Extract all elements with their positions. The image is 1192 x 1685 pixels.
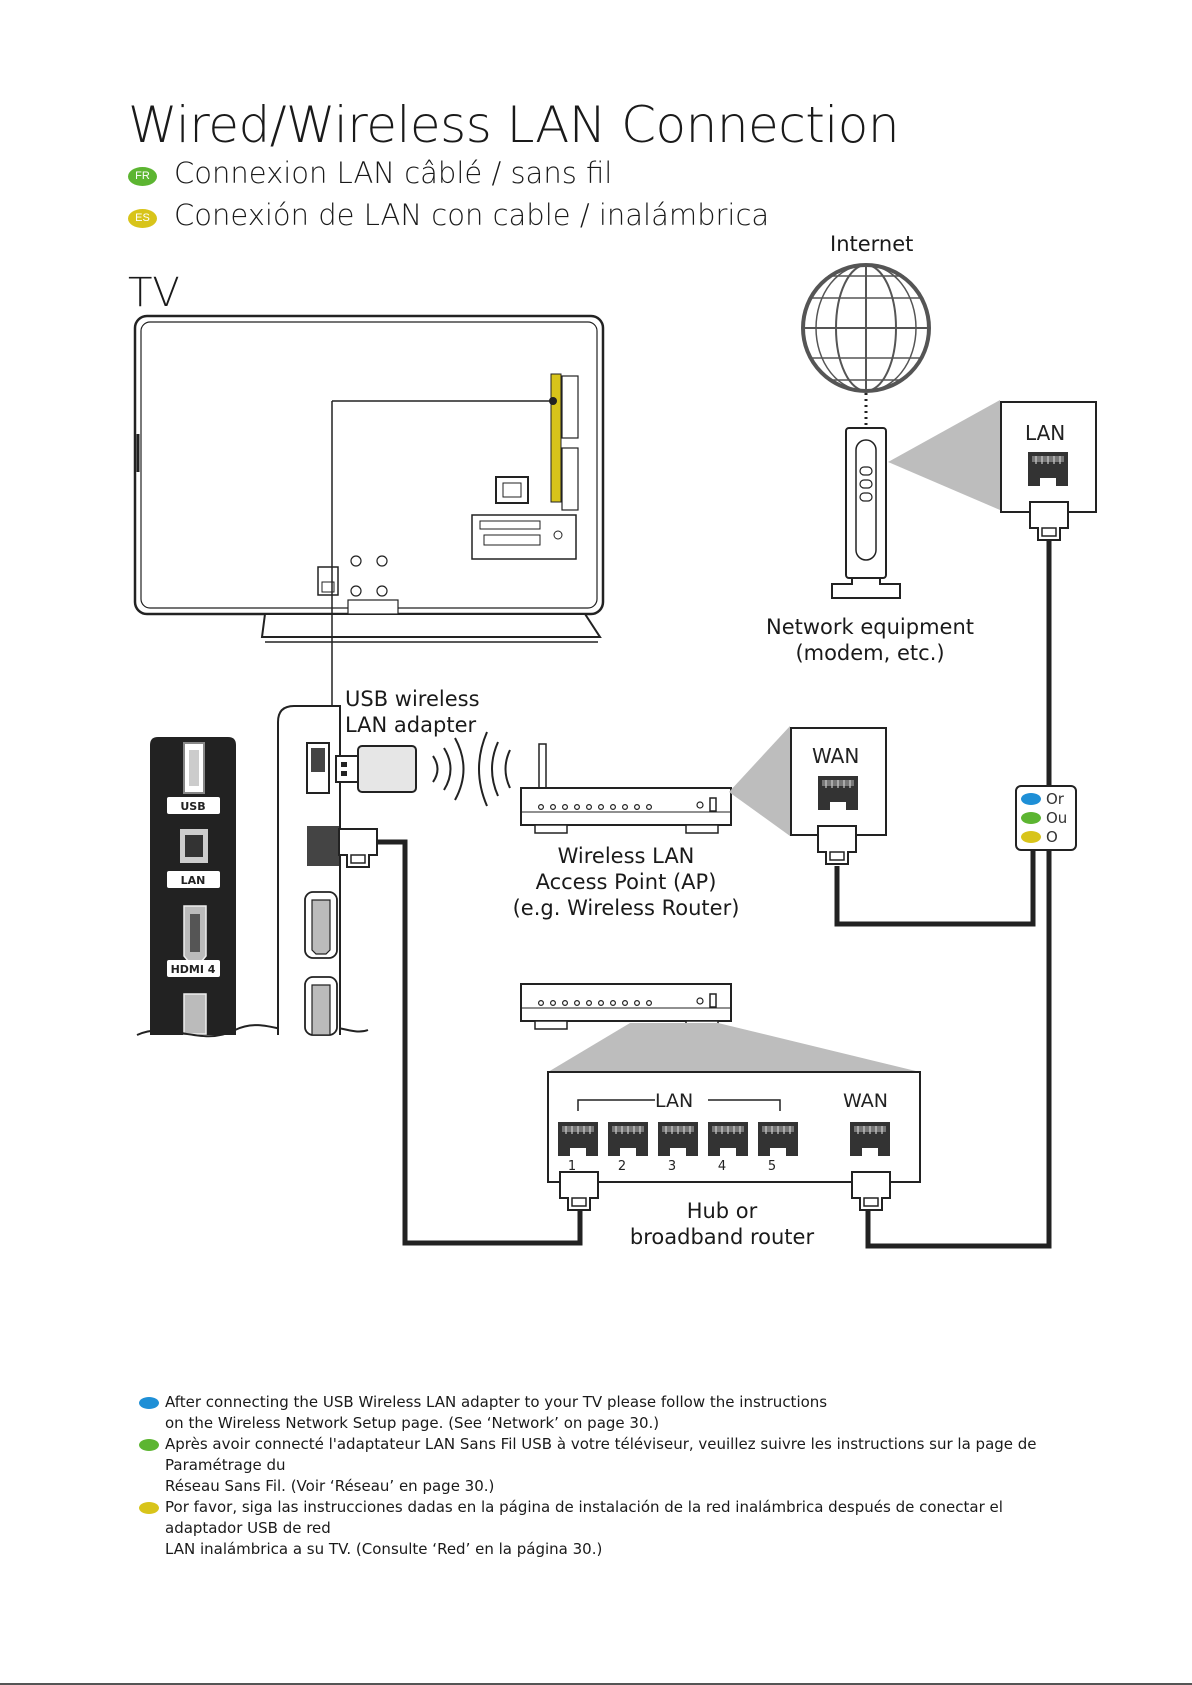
tv-connector-panel — [136, 737, 369, 1038]
note-spanish: Por favor, siga las instrucciones dadas … — [137, 1497, 1077, 1560]
hub-label: Hub or broadband router — [629, 1199, 815, 1249]
or-legend-text: Or — [1046, 790, 1065, 808]
usb-wireless-adapter — [335, 745, 417, 793]
panel-lan-label: LAN — [181, 874, 206, 887]
or-legend-box — [1015, 785, 1077, 851]
internet-label: Internet — [830, 232, 914, 256]
blue-dot-icon — [139, 1397, 159, 1409]
hub-port-number: 5 — [768, 1159, 776, 1174]
ap-wan-port-label: WAN — [812, 744, 859, 768]
page-title: Wired/Wireless LAN Connection — [128, 96, 900, 154]
tv-label: TV — [128, 270, 180, 316]
ap-wan-cable — [834, 850, 1036, 927]
hub-lan-label: LAN — [655, 1090, 693, 1112]
tv-side-panel — [277, 705, 341, 1036]
or-legend-text: Ou — [1046, 809, 1067, 827]
french-subtitle: Connexion LAN câblé / sans fil — [174, 156, 613, 190]
hub-ports-zoom — [547, 1071, 921, 1211]
panel-usb-label: USB — [180, 800, 205, 813]
hub-device — [520, 983, 732, 1030]
network-connection-diagram: LAN WAN LAN WAN 1 2 3 4 5 USB LAN HDMI 4… — [133, 263, 1097, 1249]
panel-hdmi4-label: HDMI 4 — [171, 963, 216, 976]
tv-lan-cable — [338, 828, 583, 1246]
usb-adapter-label: USB wireless LAN adapter — [345, 687, 480, 737]
hub-port-number: 2 — [618, 1159, 626, 1174]
modem-lan-port-label: LAN — [1025, 421, 1065, 445]
access-point-label: Wireless LAN Access Point (AP) (e.g. Wir… — [512, 844, 740, 920]
fr-language-badge: FR — [128, 167, 157, 186]
hub-port-number: 1 — [568, 1159, 576, 1174]
or-legend-text: O — [1046, 828, 1058, 846]
yellow-dot-icon — [139, 1502, 159, 1514]
hub-wan-label: WAN — [843, 1090, 888, 1112]
tv-rear-illustration — [133, 314, 605, 760]
wireless-access-point — [520, 743, 732, 834]
spanish-subtitle: Conexión de LAN con cable / inalámbrica — [174, 198, 770, 232]
modem-lan-cable — [865, 540, 1052, 1249]
internet-globe — [801, 263, 931, 393]
network-equipment-modem — [831, 427, 901, 599]
access-point-wan-port-zoom — [790, 727, 887, 865]
es-language-badge: ES — [128, 209, 157, 228]
page-bottom-rule — [0, 1683, 1192, 1685]
modem-lan-port-zoom — [1000, 401, 1097, 541]
note-english: After connecting the USB Wireless LAN ad… — [137, 1392, 1077, 1434]
green-dot-icon — [139, 1439, 159, 1451]
hub-port-number: 4 — [718, 1159, 726, 1174]
note-french: Après avoir connecté l'adaptateur LAN Sa… — [137, 1434, 1077, 1497]
instruction-notes: After connecting the USB Wireless LAN ad… — [137, 1392, 1077, 1560]
wireless-signal-waves — [432, 731, 511, 807]
hub-port-number: 3 — [668, 1159, 676, 1174]
network-equipment-label: Network equipment (modem, etc.) — [765, 615, 974, 665]
